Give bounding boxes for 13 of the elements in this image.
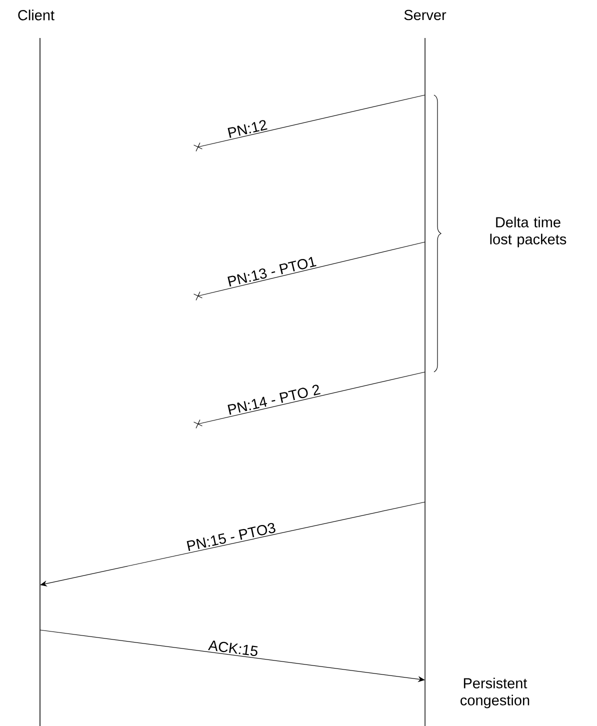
lost-mark xyxy=(193,419,203,429)
edge-label: PN:13 - PTO1 xyxy=(228,256,316,287)
edge-label: PN:12 xyxy=(228,120,268,138)
lifeline: Server xyxy=(404,10,446,726)
arrow xyxy=(40,502,426,586)
edge-label: ACK:15 xyxy=(208,640,258,656)
lifeline: Client xyxy=(18,10,54,726)
note-text: Delta time lost packets xyxy=(490,216,566,248)
edge-label: PN:15 - PTO3 xyxy=(186,522,276,552)
lost-mark xyxy=(193,142,203,152)
lost-mark xyxy=(193,291,203,301)
note-text: Persistent congestion xyxy=(460,678,530,708)
edge-label: PN:14 - PTO 2 xyxy=(228,384,320,415)
